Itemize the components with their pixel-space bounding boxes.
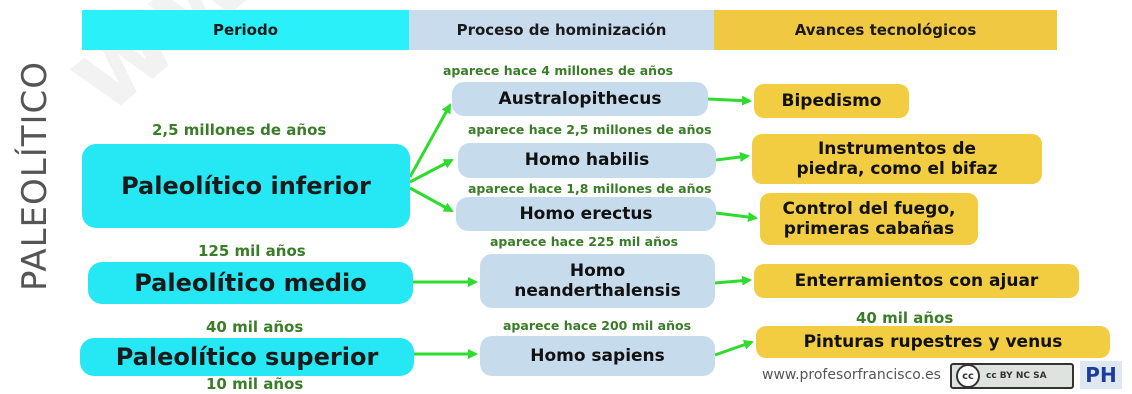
box-pinturas: Pinturas rupestres y venus: [756, 326, 1110, 358]
label-bipedismo: Bipedismo: [781, 90, 882, 111]
site-link[interactable]: www.profesorfrancisco.es: [762, 367, 941, 383]
box-homo-neanderthalensis: Homo neanderthalensis: [480, 254, 715, 308]
appear-neanderthalensis: aparece hace 225 mil años: [490, 234, 679, 249]
appear-erectus: aparece hace 1,8 millones de años: [468, 181, 712, 196]
label-paleolitico-medio: Paleolítico medio: [134, 269, 367, 297]
ph-logo: PH: [1080, 361, 1122, 389]
label-neanderthalensis-line1: Homo: [569, 260, 626, 281]
label-homo-erectus: Homo erectus: [519, 203, 653, 224]
label-homo-sapiens: Homo sapiens: [530, 345, 665, 366]
label-pinturas: Pinturas rupestres y venus: [803, 331, 1063, 352]
box-paleolitico-superior: Paleolítico superior: [80, 338, 414, 376]
arrow-neanderthalensis-enterramientos: [714, 275, 752, 286]
appear-australopithecus: aparece hace 4 millones de años: [443, 63, 674, 78]
header-proceso: Proceso de hominización: [409, 10, 714, 50]
header-avances-label: Avances tecnológicos: [794, 21, 977, 39]
label-instrumentos-line2: piedra, como el bifaz: [796, 159, 998, 179]
header-proceso-label: Proceso de hominización: [456, 21, 667, 39]
date-superior-end: 10 mil años: [206, 375, 304, 393]
date-pinturas: 40 mil años: [856, 309, 954, 327]
appear-sapiens: aparece hace 200 mil años: [503, 318, 692, 333]
date-medio: 125 mil años: [198, 242, 306, 260]
cc-circle-icon: cc: [956, 364, 980, 388]
label-enterramientos: Enterramientos con ajuar: [794, 270, 1039, 291]
box-australopithecus: Australopithecus: [452, 82, 708, 116]
header-periodo: Periodo: [82, 10, 409, 50]
box-homo-erectus: Homo erectus: [456, 197, 716, 231]
arrow-inferior-erectus: [409, 186, 454, 213]
arrow-habilis-instrumentos: [715, 152, 750, 162]
box-instrumentos: Instrumentos de piedra, como el bifaz: [752, 134, 1042, 184]
box-paleolitico-medio: Paleolítico medio: [88, 262, 413, 304]
box-fuego: Control del fuego, primeras cabañas: [760, 193, 978, 245]
date-superior: 40 mil años: [206, 318, 304, 336]
box-paleolitico-inferior: Paleolítico inferior: [82, 144, 410, 228]
label-fuego-line1: Control del fuego,: [782, 198, 956, 219]
arrow-australopithecus-bipedismo: [707, 95, 752, 106]
header-periodo-label: Periodo: [212, 21, 279, 39]
cc-license-text: cc BY NC SA: [986, 371, 1047, 381]
label-paleolitico-superior: Paleolítico superior: [115, 343, 379, 371]
label-instrumentos-line1: Instrumentos de: [817, 138, 977, 159]
box-enterramientos: Enterramientos con ajuar: [754, 264, 1079, 298]
arrow-sapiens-pinturas: [714, 339, 754, 357]
label-homo-habilis: Homo habilis: [524, 150, 650, 171]
label-paleolitico-inferior: Paleolítico inferior: [121, 172, 371, 200]
box-homo-sapiens: Homo sapiens: [480, 336, 715, 376]
arrow-inferior-habilis: [409, 158, 454, 184]
box-bipedismo: Bipedismo: [754, 84, 909, 118]
date-inferior: 2,5 millones de años: [152, 121, 327, 139]
header-avances: Avances tecnológicos: [714, 10, 1057, 50]
box-homo-habilis: Homo habilis: [458, 143, 716, 178]
cc-by-nc-sa-icon: cc cc BY NC SA: [950, 363, 1074, 389]
arrow-inferior-australopithecus: [408, 103, 452, 178]
arrow-erectus-fuego: [715, 211, 758, 222]
label-neanderthalensis-line2: neanderthalensis: [514, 281, 681, 301]
label-fuego-line2: primeras cabañas: [783, 219, 955, 239]
appear-habilis: aparece hace 2,5 millones de años: [468, 122, 712, 137]
label-australopithecus: Australopithecus: [498, 88, 662, 109]
